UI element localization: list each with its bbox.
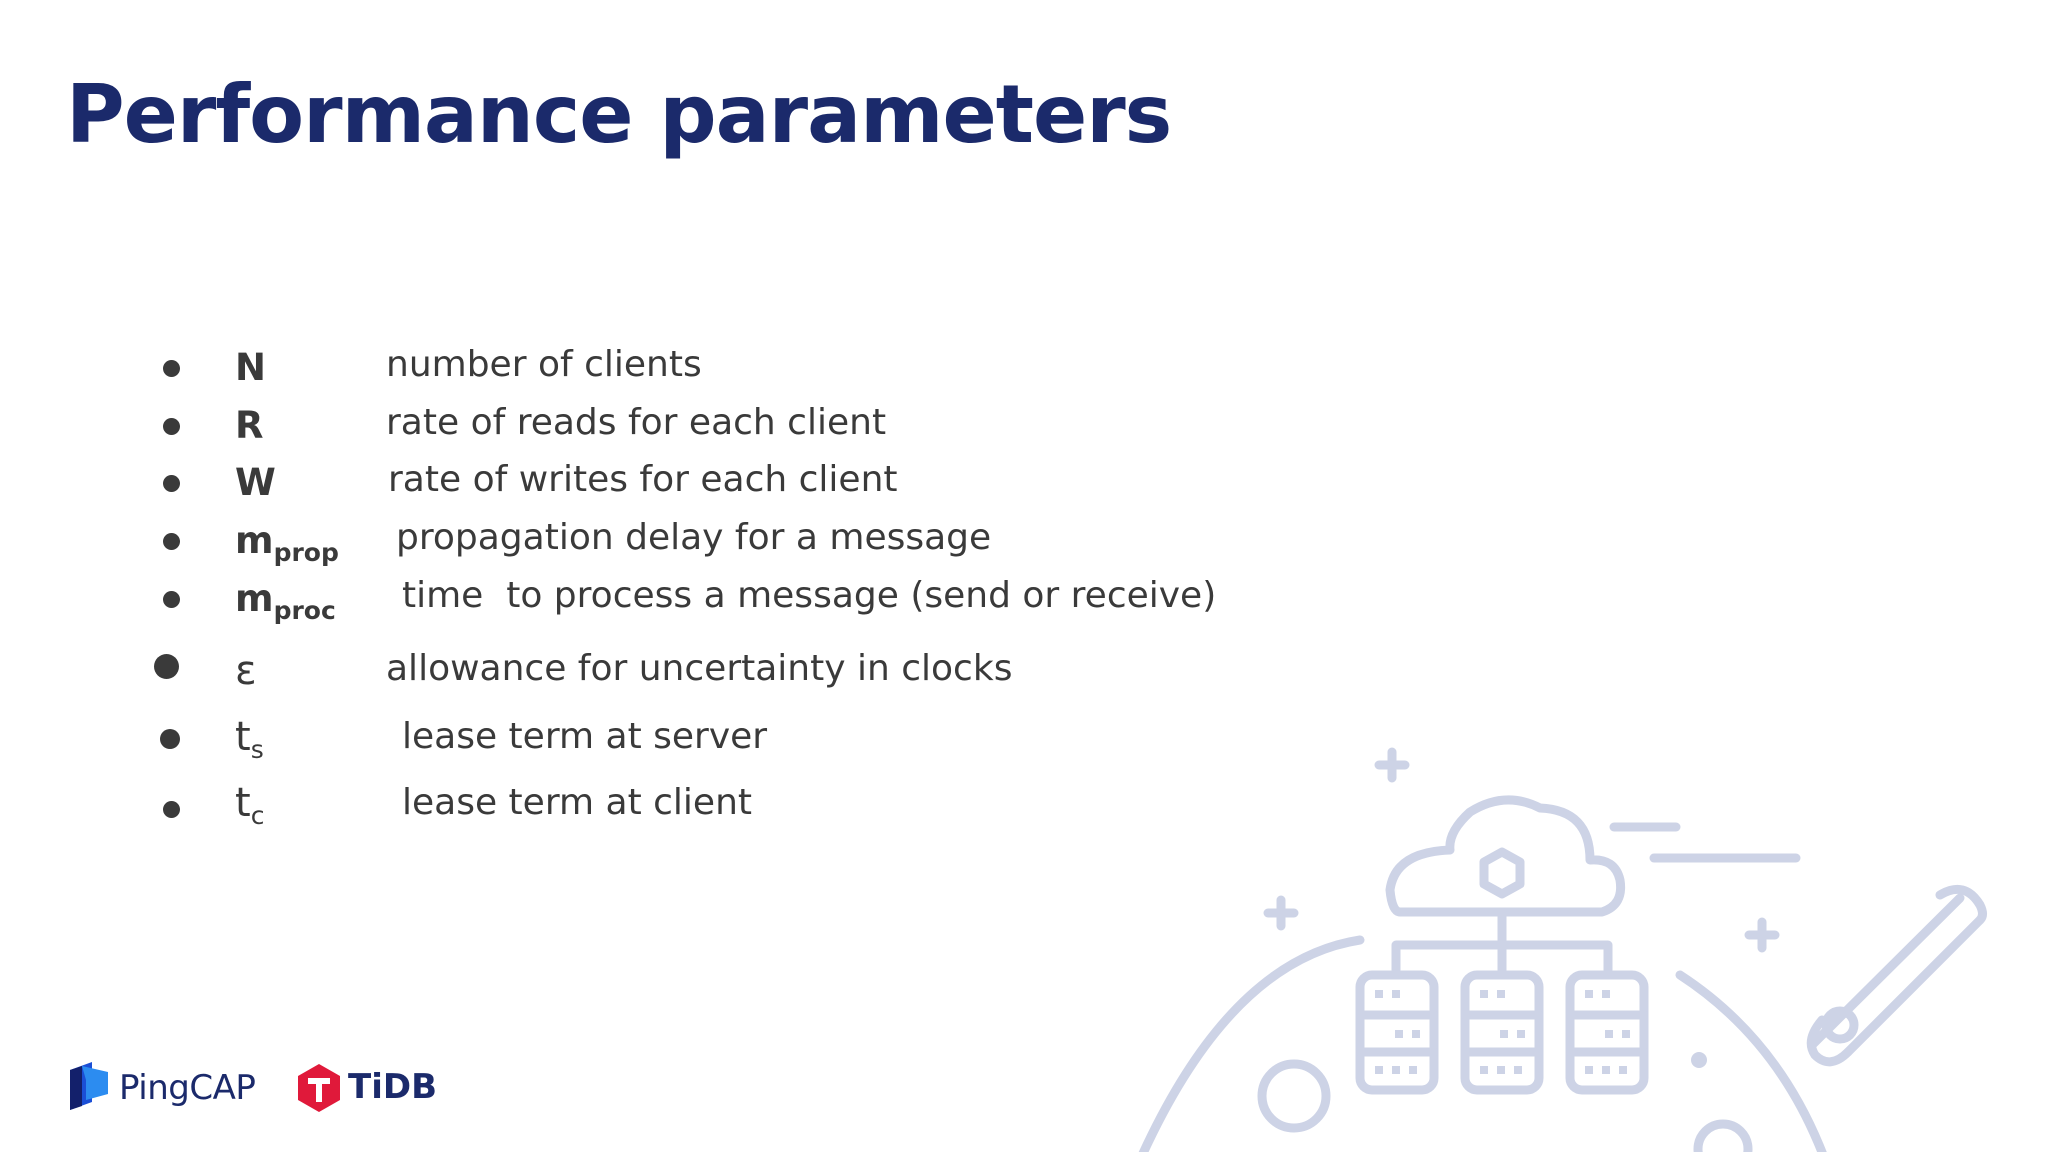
parameter-symbol-subscript: prop: [273, 538, 339, 567]
parameter-symbol-subscript: c: [250, 801, 265, 830]
pingcap-logo-icon: [70, 1062, 108, 1110]
page-title: Performance parameters: [66, 68, 1172, 161]
bullet-icon: [160, 729, 180, 749]
parameter-symbol-main: t: [235, 780, 251, 826]
tidb-logo-icon: [298, 1064, 340, 1112]
parameter-symbol-subscript: s: [250, 735, 264, 764]
footer-logos: PingCAP TiDB: [68, 1060, 448, 1116]
bullet-icon: [154, 654, 179, 679]
parameter-symbol: N: [235, 346, 266, 389]
parameter-item-r: R rate of reads for each client: [0, 403, 1300, 453]
bullet-icon: [163, 475, 180, 492]
parameter-item-n: N number of clients: [0, 345, 1300, 395]
parameter-symbol: mproc: [235, 577, 336, 623]
tidb-logo-label: TiDB: [348, 1067, 437, 1107]
parameter-item-epsilon: ε allowance for uncertainty in clocks: [0, 649, 1300, 699]
parameter-item-t-c: tc lease term at client: [0, 783, 1300, 833]
parameter-symbol: R: [235, 404, 264, 447]
parameter-description: allowance for uncertainty in clocks: [386, 648, 1013, 689]
parameter-symbol: W: [235, 461, 276, 504]
parameter-description: rate of writes for each client: [388, 459, 898, 500]
parameter-description: lease term at client: [402, 782, 752, 823]
parameter-description: lease term at server: [402, 716, 768, 757]
bullet-icon: [163, 591, 180, 608]
parameter-symbol-main: m: [235, 519, 274, 562]
cloud-server-network-illustration-icon: [1138, 747, 1987, 1152]
parameter-symbol: ε: [235, 648, 257, 694]
parameter-description: propagation delay for a message: [396, 517, 992, 558]
parameter-item-m-prop: mprop propagation delay for a message: [0, 518, 1300, 568]
parameter-symbol-subscript: proc: [273, 596, 336, 625]
parameter-symbol: tc: [235, 780, 264, 828]
bullet-icon: [163, 418, 180, 435]
parameter-symbol-main: m: [235, 577, 274, 620]
bullet-icon: [163, 533, 180, 550]
parameter-description: rate of reads for each client: [386, 402, 887, 443]
parameter-description: time to process a message (send or recei…: [402, 575, 1217, 616]
pingcap-logo-label: PingCAP: [119, 1068, 256, 1108]
parameter-item-m-proc: mproc time to process a message (send or…: [0, 576, 1300, 626]
parameter-symbol-main: t: [235, 714, 251, 760]
parameter-symbol: ts: [235, 714, 264, 762]
parameter-item-w: W rate of writes for each client: [0, 460, 1300, 510]
parameter-description: number of clients: [386, 344, 702, 385]
parameter-symbol: mprop: [235, 519, 339, 565]
parameter-item-t-s: ts lease term at server: [0, 717, 1300, 767]
bullet-icon: [163, 360, 180, 377]
bullet-icon: [163, 801, 180, 818]
